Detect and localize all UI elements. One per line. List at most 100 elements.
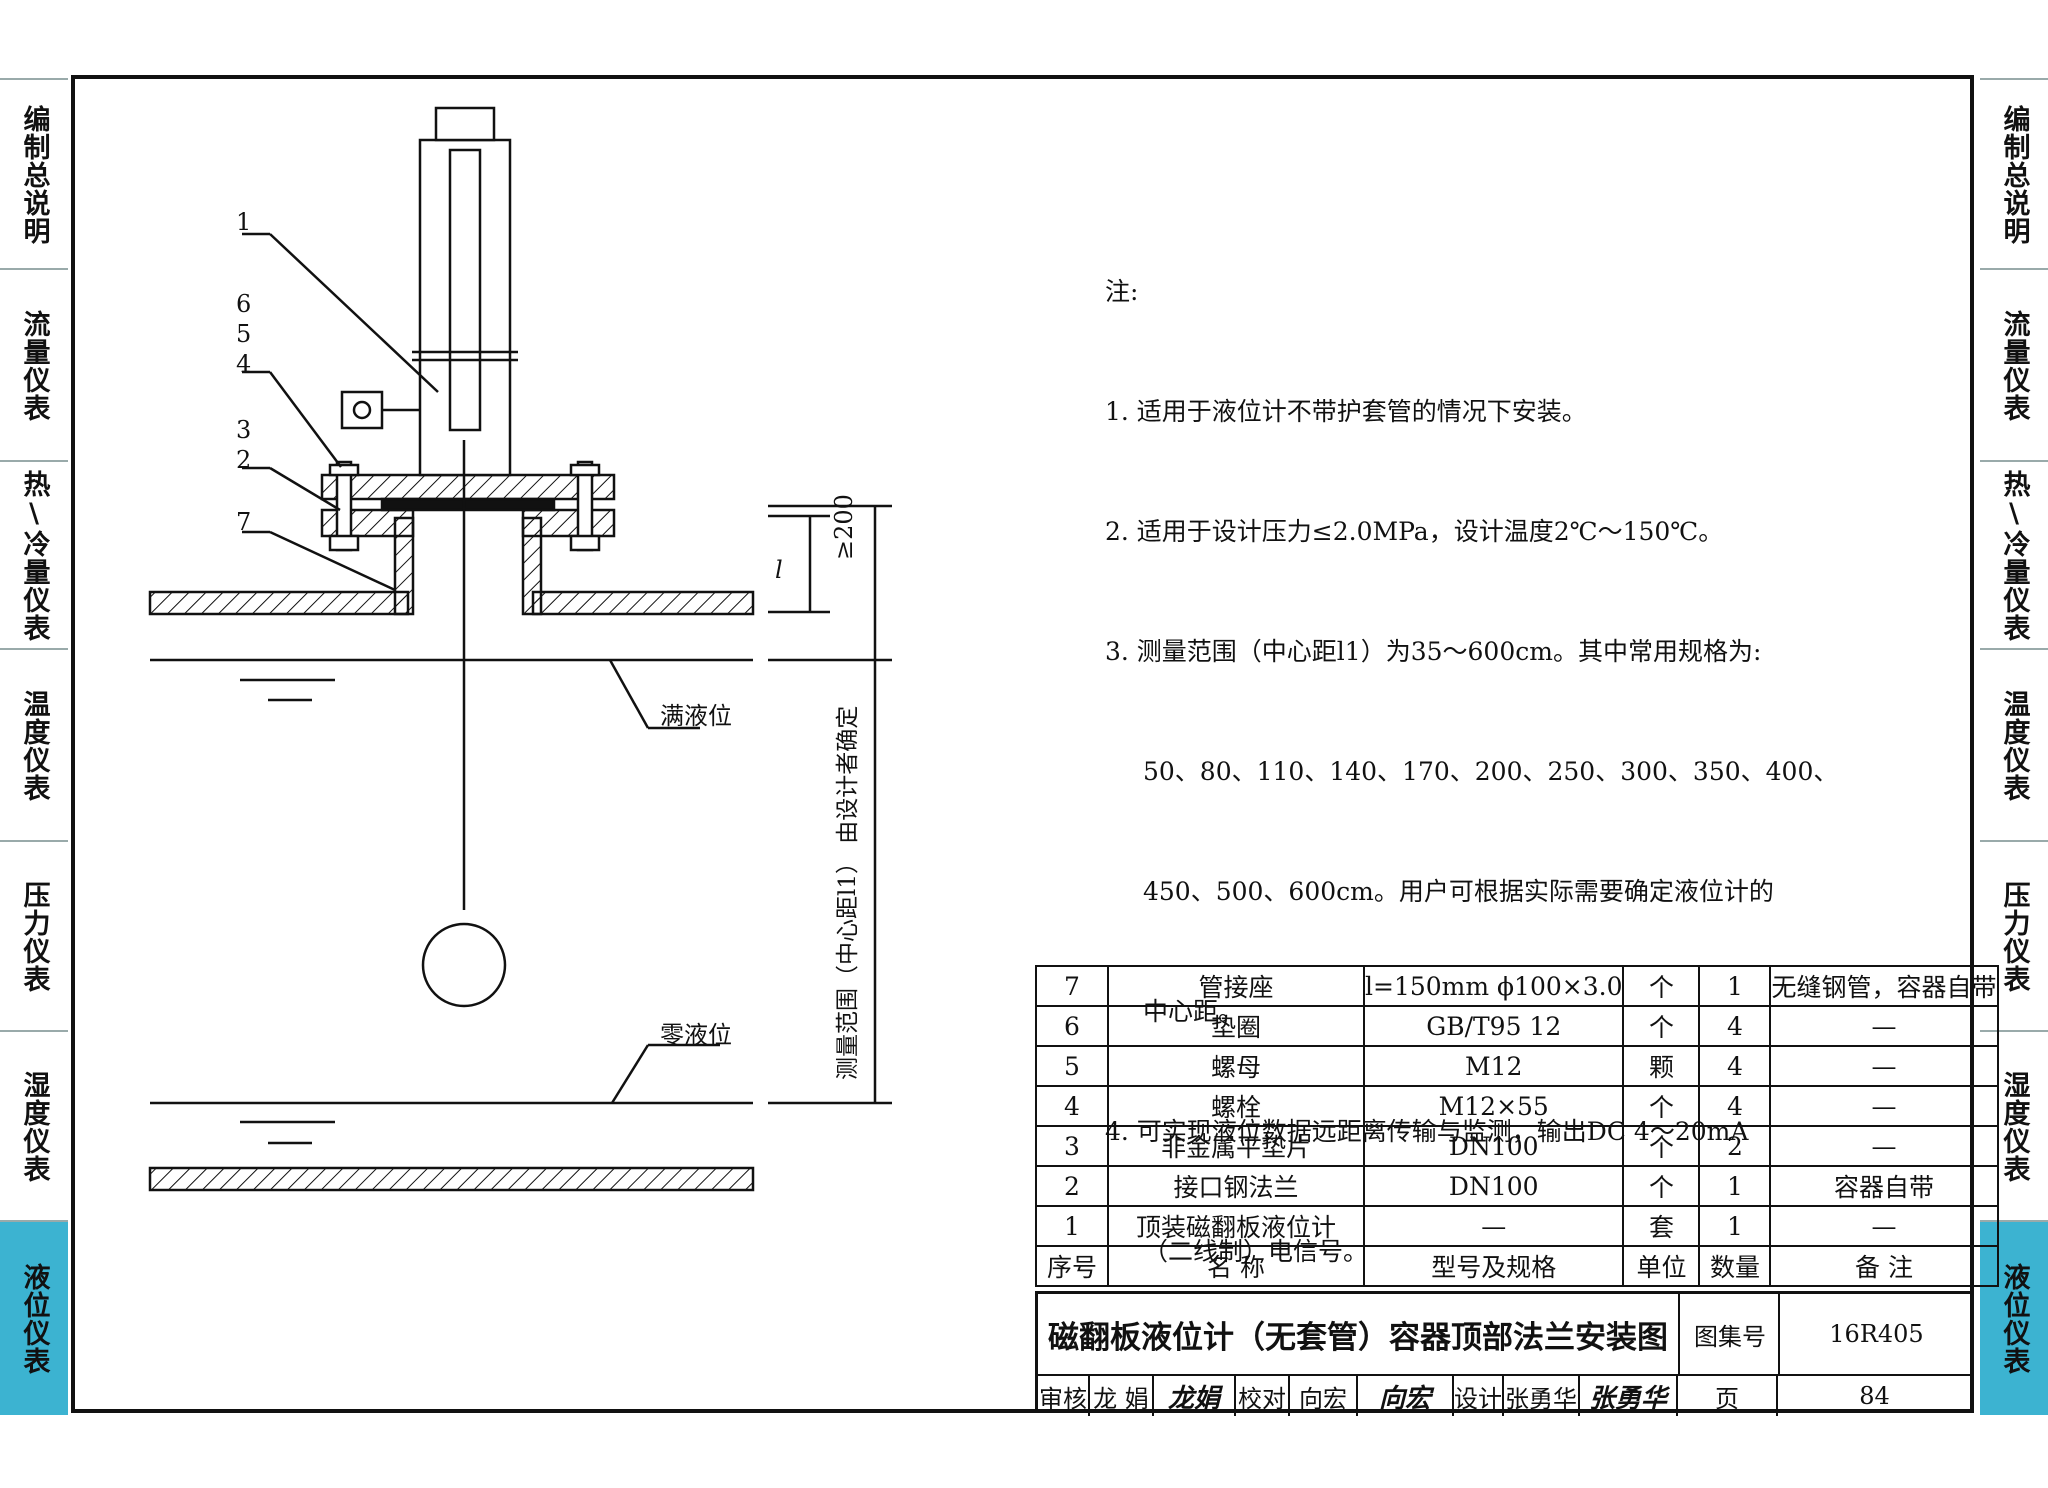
drawing-title: 磁翻板液位计（无套管）容器顶部法兰安装图	[1038, 1294, 1680, 1374]
bom-cell: 序号	[1035, 1245, 1109, 1287]
bom-cell: 管接座	[1107, 965, 1365, 1007]
transmitter-head	[340, 390, 384, 430]
bom-cell: —	[1362, 1205, 1625, 1247]
callout-2: 2	[236, 446, 252, 474]
vessel-top-wall-left	[148, 590, 410, 616]
tab-right-5[interactable]: 压力仪表	[1980, 840, 2048, 1032]
bom-cell: M12	[1362, 1045, 1625, 1087]
review-label: 审核	[1038, 1374, 1090, 1416]
tab-left-5[interactable]: 压力仪表	[0, 840, 68, 1032]
bom-cell: 备 注	[1769, 1245, 1999, 1287]
bom-cell: —	[1769, 1005, 1999, 1047]
check-name: 向宏	[1290, 1374, 1358, 1416]
design-label: 设计	[1454, 1374, 1504, 1416]
tab-left-7[interactable]: 液位仪表	[0, 1220, 68, 1415]
note-line: 3. 测量范围（中心距l1）为35～600cm。其中常用规格为:	[1105, 637, 1762, 666]
bom-cell: 3	[1035, 1125, 1109, 1167]
tab-right-4[interactable]: 温度仪表	[1980, 648, 2048, 842]
bom-cell: 4	[1698, 1085, 1772, 1127]
tab-label: 湿度仪表	[1998, 1071, 2030, 1183]
design-name: 张勇华	[1504, 1374, 1580, 1416]
tab-label: 压力仪表	[18, 881, 50, 993]
bom-cell: DN100	[1362, 1125, 1625, 1167]
bom-cell: DN100	[1362, 1165, 1625, 1207]
tab-label: 热\冷量仪表	[18, 470, 50, 642]
indicator-scale	[448, 148, 482, 432]
bom-cell: 顶装磁翻板液位计	[1107, 1205, 1365, 1247]
callout-4: 4	[236, 350, 252, 378]
bom-cell: 螺栓	[1107, 1085, 1365, 1127]
bom-cell: 个	[1622, 1005, 1701, 1047]
tab-label: 编制总说明	[1998, 105, 2030, 245]
notes-heading: 注:	[1105, 277, 1139, 306]
flange-lower-left	[320, 508, 415, 538]
tab-right-2[interactable]: 流量仪表	[1980, 268, 2048, 462]
callout-5: 5	[236, 320, 252, 348]
design-signature: 张勇华	[1580, 1374, 1678, 1416]
bom-cell: 数量	[1698, 1245, 1772, 1287]
zero-level-label: 零液位	[660, 1021, 732, 1049]
bom-cell: 螺母	[1107, 1045, 1365, 1087]
bom-cell: 名 称	[1107, 1245, 1365, 1287]
bom-cell: —	[1769, 1045, 1999, 1087]
dim-200-label: ≥200	[830, 494, 858, 560]
title-block: 磁翻板液位计（无套管）容器顶部法兰安装图 图集号 16R405 审核 龙 娟 龙…	[1035, 1291, 1974, 1416]
indicator-cap	[434, 106, 496, 142]
bom-cell: 容器自带	[1769, 1165, 1999, 1207]
tab-left-3[interactable]: 热\冷量仪表	[0, 460, 68, 650]
bom-cell: 4	[1035, 1085, 1109, 1127]
note-line: 1. 适用于液位计不带护套管的情况下安装。	[1105, 397, 1587, 426]
callout-7: 7	[236, 508, 252, 536]
tab-left-2[interactable]: 流量仪表	[0, 268, 68, 462]
tab-label: 流量仪表	[18, 310, 50, 422]
bom-cell: 1	[1698, 1205, 1772, 1247]
bom-cell: l=150mm ϕ100×3.0	[1362, 965, 1625, 1007]
tab-right-1[interactable]: 编制总说明	[1980, 78, 2048, 270]
bom-cell: 1	[1698, 1165, 1772, 1207]
tab-label: 编制总说明	[18, 105, 50, 245]
review-signature: 龙娟	[1154, 1374, 1236, 1416]
tab-label: 流量仪表	[1998, 310, 2030, 422]
bom-cell: 个	[1622, 1085, 1701, 1127]
note-line: 2. 适用于设计压力≤2.0MPa，设计温度2℃～150℃。	[1105, 517, 1724, 546]
bom-cell: M12×55	[1362, 1085, 1625, 1127]
vessel-top-wall-right	[531, 590, 755, 616]
bom-cell: 套	[1622, 1205, 1701, 1247]
bom-cell: 4	[1698, 1045, 1772, 1087]
tab-right-3[interactable]: 热\冷量仪表	[1980, 460, 2048, 650]
tab-left-1[interactable]: 编制总说明	[0, 78, 68, 270]
tab-label: 液位仪表	[1998, 1262, 2030, 1375]
tab-left-4[interactable]: 温度仪表	[0, 648, 68, 842]
bom-cell: 1	[1698, 965, 1772, 1007]
atlas-number: 16R405	[1778, 1294, 1973, 1374]
note-line: 50、80、110、140、170、200、250、300、350、400、	[1143, 757, 1839, 786]
tab-left-6[interactable]: 湿度仪表	[0, 1030, 68, 1222]
page-label: 页	[1678, 1374, 1778, 1416]
right-tab-bar: 编制总说明流量仪表热\冷量仪表温度仪表压力仪表湿度仪表液位仪表	[1980, 78, 2048, 1415]
tab-right-6[interactable]: 湿度仪表	[1980, 1030, 2048, 1222]
bom-cell: 非金属平垫片	[1107, 1125, 1365, 1167]
bom-cell: 个	[1622, 1125, 1701, 1167]
vessel-bottom-wall	[148, 1166, 755, 1192]
flange-lower-right	[521, 508, 616, 538]
bom-cell: —	[1769, 1085, 1999, 1127]
bom-header-row: 序号名 称型号及规格单位数量备 注	[1035, 1245, 1999, 1287]
flange-upper	[320, 473, 616, 501]
bom-cell: 6	[1035, 1005, 1109, 1047]
drawing-frame	[71, 75, 1974, 1413]
callout-1: 1	[236, 208, 252, 236]
bom-cell: 7	[1035, 965, 1109, 1007]
bom-cell: 1	[1035, 1205, 1109, 1247]
tab-label: 热\冷量仪表	[1998, 470, 2030, 642]
bom-cell: 颗	[1622, 1045, 1701, 1087]
tab-label: 温度仪表	[1998, 690, 2030, 802]
check-label: 校对	[1236, 1374, 1290, 1416]
